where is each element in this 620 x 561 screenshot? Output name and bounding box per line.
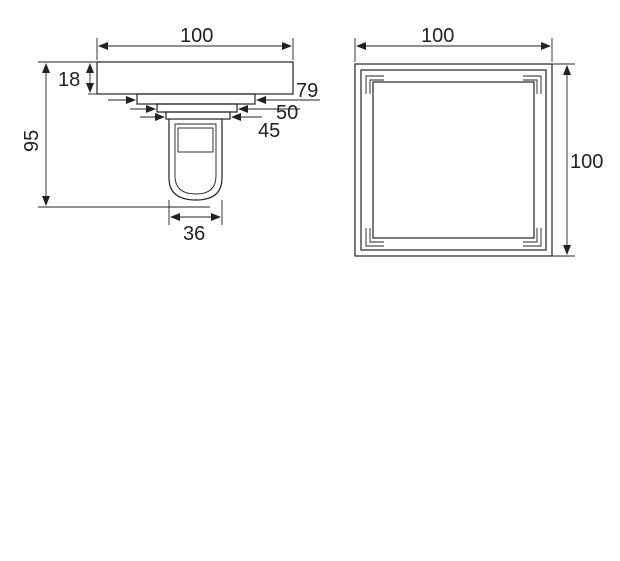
corner-bracket-tr bbox=[523, 75, 542, 94]
side-step-79 bbox=[136, 93, 256, 105]
side-body-window bbox=[177, 127, 214, 153]
dim-36-label: 36 bbox=[183, 223, 205, 245]
side-step-45 bbox=[165, 111, 231, 120]
corner-bracket-br bbox=[523, 228, 542, 247]
dim-95-label: 95 bbox=[21, 130, 43, 152]
side-flange bbox=[96, 61, 294, 95]
top-inner-frame bbox=[360, 69, 547, 251]
dim-18-label: 18 bbox=[58, 69, 80, 91]
top-outer-frame bbox=[354, 63, 553, 257]
top-view: 100 100 bbox=[354, 25, 603, 257]
corner-bracket-tl bbox=[365, 75, 384, 94]
dim-100-height-label: 100 bbox=[570, 151, 603, 173]
dim-100-top-label: 100 bbox=[421, 25, 454, 47]
corner-bracket-bl bbox=[365, 228, 384, 247]
dim-50-label: 50 bbox=[276, 102, 298, 124]
side-body bbox=[168, 119, 223, 201]
dim-45-label: 45 bbox=[258, 120, 280, 142]
side-step-50 bbox=[156, 103, 238, 113]
dim-79-label: 79 bbox=[296, 80, 318, 102]
side-body-inner bbox=[174, 123, 217, 195]
dim-100-side-label: 100 bbox=[180, 25, 213, 47]
side-view: 100 18 95 79 50 45 36 bbox=[21, 25, 320, 245]
top-grate bbox=[372, 81, 535, 239]
